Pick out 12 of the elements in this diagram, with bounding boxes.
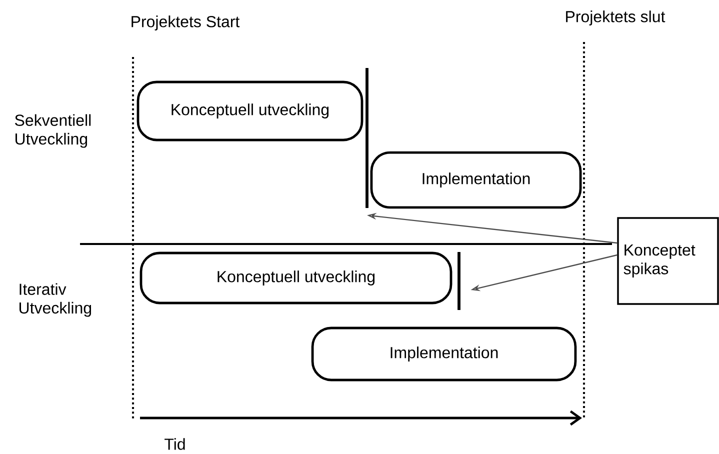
process-box: Implementation [311,326,577,382]
process-box: Konceptuell utveckling [140,252,452,304]
axis-label: Projektets Start [132,16,240,30]
axis-label: Projektets slut [566,10,666,26]
vertical-bar [366,68,368,208]
row-label: Iterativ Utveckling [20,283,92,317]
row-label: Sekventiell Utveckling [15,114,91,148]
axis-label: Tid [164,438,185,450]
process-box: Implementation [370,151,582,209]
vertical-bar [458,252,460,310]
process-box: Konceptuell utveckling [136,80,364,142]
text-box: Konceptet spikas [617,217,719,305]
